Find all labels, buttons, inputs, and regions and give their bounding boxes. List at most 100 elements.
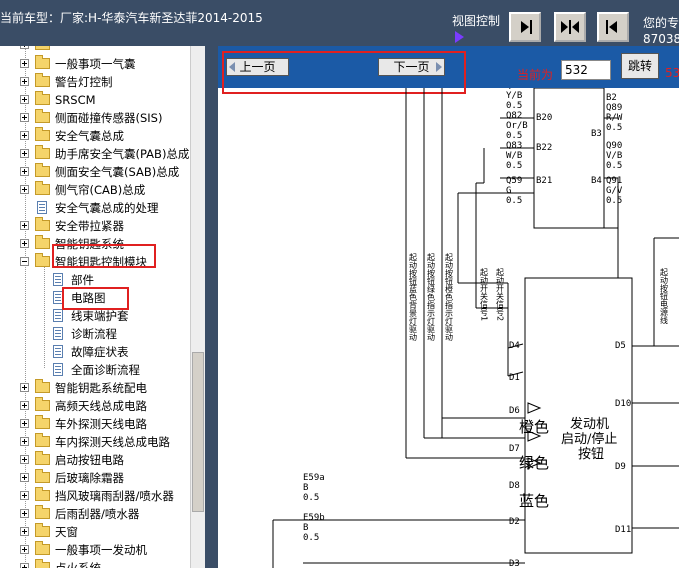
expand-icon[interactable] bbox=[20, 77, 29, 86]
expand-icon[interactable] bbox=[20, 527, 29, 536]
prev-arrow-icon bbox=[229, 62, 235, 72]
wire-label: Q91 bbox=[606, 176, 622, 186]
tree-item-label: 故障症状表 bbox=[71, 345, 129, 359]
wire-label: B2 bbox=[606, 93, 617, 103]
pin-label: D6 bbox=[509, 406, 520, 416]
folder-icon bbox=[35, 163, 50, 177]
prev-page-button[interactable]: 上一页 bbox=[226, 58, 289, 76]
expand-icon[interactable] bbox=[20, 473, 29, 482]
title-bar: 当前车型：厂家:H-华泰汽车新圣达菲2014-2015 视图控制 您的专 870… bbox=[0, 0, 679, 46]
next-page-label: 下一页 bbox=[393, 60, 430, 74]
tree-item-label: 安全气囊总成 bbox=[55, 129, 124, 143]
tree-scrollbar-thumb[interactable] bbox=[192, 352, 204, 512]
tree-item-label: 车内探测天线总成电路 bbox=[55, 435, 170, 449]
page-nav-bar: 上一页 下一页 当前为 跳转 53 bbox=[218, 46, 679, 88]
pin-label: B3 bbox=[591, 129, 602, 139]
tree-scrollbar[interactable] bbox=[190, 46, 206, 568]
expand-icon[interactable] bbox=[20, 383, 29, 392]
folder-icon bbox=[35, 487, 50, 501]
split-view-button[interactable] bbox=[554, 12, 586, 42]
folder-icon bbox=[35, 541, 50, 555]
expand-icon[interactable] bbox=[20, 185, 29, 194]
page-number-input[interactable] bbox=[561, 60, 611, 80]
wire-label: B bbox=[303, 523, 308, 533]
collapse-left-button[interactable] bbox=[509, 12, 541, 42]
pin-label: D11 bbox=[615, 525, 631, 535]
folder-icon bbox=[35, 55, 50, 69]
next-arrow-icon bbox=[436, 62, 442, 72]
expand-icon[interactable] bbox=[20, 167, 29, 176]
collapse-right-icon bbox=[606, 20, 617, 34]
folder-icon bbox=[35, 127, 50, 141]
expand-icon[interactable] bbox=[20, 437, 29, 446]
next-page-button[interactable]: 下一页 bbox=[378, 58, 445, 76]
folder-icon bbox=[35, 559, 50, 568]
module-title: 按钮 bbox=[578, 447, 604, 462]
document-icon bbox=[37, 201, 47, 214]
signal-description: 起动按钮蓝色背景灯驱动 bbox=[409, 253, 418, 342]
wire-label: 0.5 bbox=[506, 196, 522, 206]
tree-item-label: 部件 bbox=[71, 273, 94, 287]
expand-icon[interactable] bbox=[20, 113, 29, 122]
led-blue-icon bbox=[527, 457, 542, 469]
pin-label: D3 bbox=[509, 559, 520, 568]
expand-icon[interactable] bbox=[20, 419, 29, 428]
expand-icon[interactable] bbox=[20, 221, 29, 230]
pin-label: B20 bbox=[536, 113, 552, 123]
led-green-icon bbox=[527, 430, 542, 442]
wire-label: B bbox=[303, 483, 308, 493]
highlight-box-circuit bbox=[62, 287, 129, 310]
led-color-label: 绿色 bbox=[519, 454, 549, 472]
tree-item-label: 高频天线总成电路 bbox=[55, 399, 147, 413]
collapse-icon[interactable] bbox=[20, 257, 29, 266]
expand-icon[interactable] bbox=[20, 131, 29, 140]
wire-label: E59b bbox=[303, 513, 325, 523]
wire-label: 0.5 bbox=[606, 161, 622, 171]
wire-label: W/B bbox=[506, 151, 522, 161]
tree-item-label: 安全带拉紧器 bbox=[55, 219, 124, 233]
highlight-box-module bbox=[52, 244, 156, 268]
expand-icon[interactable] bbox=[20, 563, 29, 568]
tree-item-label: 后玻璃除霜器 bbox=[55, 471, 124, 485]
pin-label: D1 bbox=[509, 373, 520, 383]
expand-icon[interactable] bbox=[20, 401, 29, 410]
expand-icon[interactable] bbox=[20, 95, 29, 104]
expand-icon[interactable] bbox=[20, 455, 29, 464]
collapse-right-button[interactable] bbox=[597, 12, 629, 42]
tree-item-label: 侧面碰撞传感器(SIS) bbox=[55, 111, 163, 125]
document-icon bbox=[53, 327, 63, 340]
jump-button[interactable]: 跳转 bbox=[621, 53, 659, 79]
wire-label: Q89 bbox=[606, 103, 622, 113]
user-info-line1: 您的专 bbox=[643, 16, 679, 30]
folder-icon bbox=[35, 397, 50, 411]
pin-label: B4 bbox=[591, 176, 602, 186]
vehicle-title: 当前车型：厂家:H-华泰汽车新圣达菲2014-2015 bbox=[0, 11, 263, 25]
wire-label: 0.5 bbox=[506, 131, 522, 141]
pin-label: D8 bbox=[509, 481, 520, 491]
folder-icon bbox=[35, 73, 50, 87]
total-pages-label: 53 bbox=[665, 66, 679, 80]
module-block bbox=[524, 277, 633, 554]
pin-label: D5 bbox=[615, 341, 626, 351]
expand-icon[interactable] bbox=[20, 149, 29, 158]
expand-icon[interactable] bbox=[20, 239, 29, 248]
tree-item-label: 侧气帘(CAB)总成 bbox=[55, 183, 146, 197]
panel-splitter[interactable] bbox=[205, 46, 218, 568]
folder-icon bbox=[35, 433, 50, 447]
expand-icon[interactable] bbox=[20, 545, 29, 554]
tree-item-label: 诊断流程 bbox=[71, 327, 117, 341]
folder-icon bbox=[35, 451, 50, 465]
tree-item-label: 智能钥匙控制模块 bbox=[55, 255, 147, 269]
tree-item-label: 侧面安全气囊(SAB)总成 bbox=[55, 165, 180, 179]
tree-item-label: 一般事项一发动机 bbox=[55, 543, 147, 557]
module-title: 发动机 bbox=[570, 416, 609, 432]
expand-icon[interactable] bbox=[20, 491, 29, 500]
signal-description: 起动按钮橙色指示灯驱动 bbox=[445, 253, 454, 342]
module-title: 启动/停止 bbox=[561, 431, 617, 447]
pin-label: B22 bbox=[536, 143, 552, 153]
content-panel: 上一页 下一页 当前为 跳转 53 bbox=[218, 46, 679, 568]
expand-icon[interactable] bbox=[20, 509, 29, 518]
tree-item-label: 线束端护套 bbox=[71, 309, 129, 323]
folder-icon bbox=[35, 469, 50, 483]
expand-icon[interactable] bbox=[20, 59, 29, 68]
